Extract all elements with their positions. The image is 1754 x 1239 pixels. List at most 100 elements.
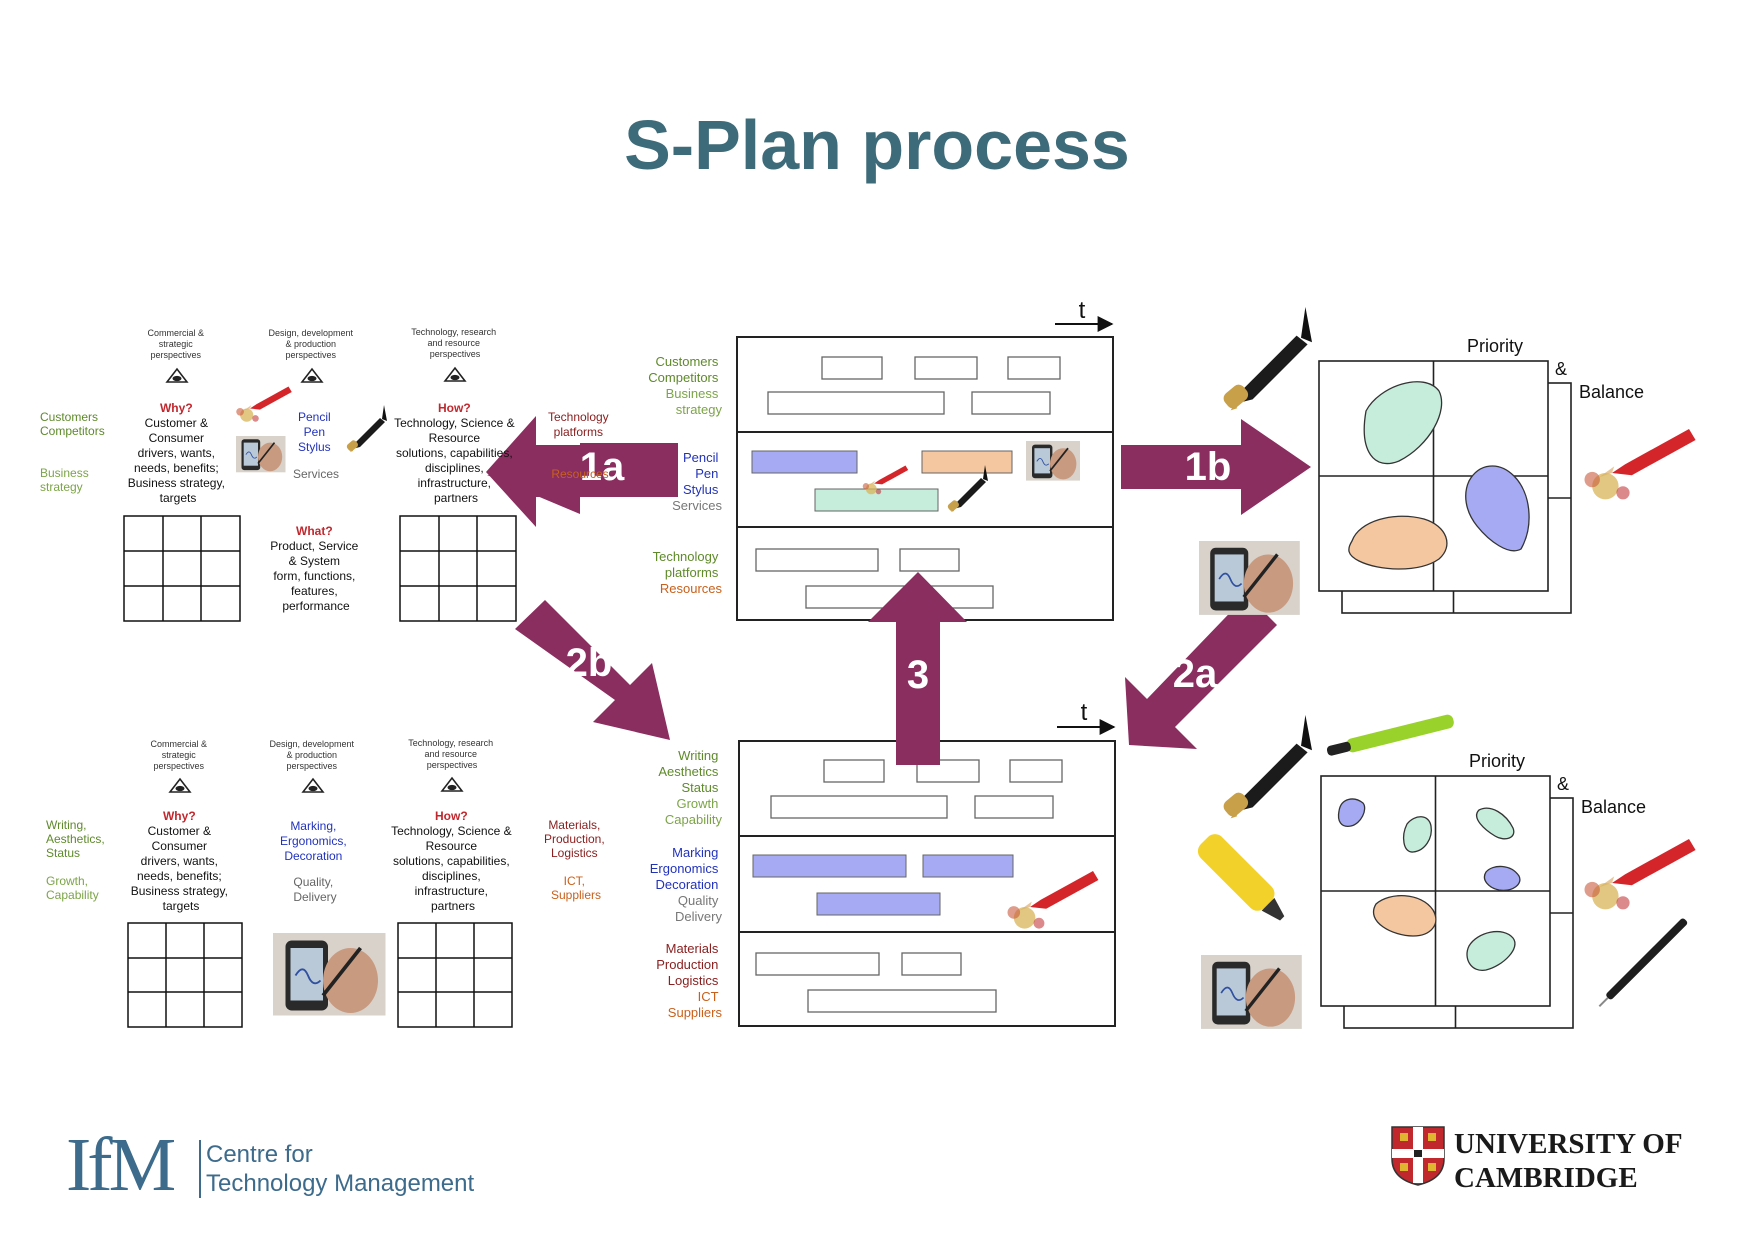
fountain-pen-icon [345,405,387,453]
label: & production [286,750,337,760]
page-title: S-Plan process [624,106,1130,184]
fountain-pen-icon [1220,307,1312,412]
portfolio-blob [1402,816,1432,853]
label: Materials [666,941,719,956]
label: Aesthetics [658,764,718,779]
label: Business [666,386,719,401]
arrow-1a: 1a [486,416,678,527]
label: Customers [656,354,719,369]
eye-icon [166,368,188,383]
label: perspectives [153,761,204,771]
pencil-icon [1584,839,1696,910]
label: strategic [162,750,197,760]
arrow-1b: 1b [1121,419,1311,515]
label: infrastructure, [418,476,491,490]
label: Resources [660,581,723,596]
roadmap-top-layer3-labels: Technology platforms Resources [653,549,723,596]
label: perspectives [285,350,336,360]
label: targets [163,899,200,913]
stylus-phone-icon [271,931,388,1018]
svg-text:How? Technology, Science: How? Technology, Science & Resource solu… [394,401,518,505]
label: Technology, Science & [394,416,515,430]
svg-text:Materials, Production,: Materials, Production, Logistics ICT, Su… [544,818,608,902]
label: Consumer [149,431,204,445]
eye-icon [169,778,191,793]
amp-label: & [1555,359,1567,379]
label: form, functions, [273,569,355,583]
amp-label: & [1557,774,1569,794]
label: Resource [426,839,478,853]
label: How? [438,401,471,415]
svg-text:Commercial & strategic: Commercial & strategic perspectives Desi… [150,738,495,771]
label: Business strategy, [128,476,225,490]
label: perspectives [286,761,337,771]
label: Services [293,467,339,481]
label: Marking, [290,819,336,833]
portfolio-blob [1373,894,1437,937]
label: Decoration [284,849,342,863]
label: drivers, wants, [138,446,215,460]
label: Quality, [293,875,333,889]
svg-text:Technology platforms: Technology platforms Resources [548,410,612,481]
label: Why? [163,809,196,823]
pencil-icon [1584,429,1696,500]
grid-panel-bottom: Commercial & strategic perspectives Desi… [46,738,608,1028]
label: Logistics [551,846,598,860]
portfolio-bottom: Priority&Balance [1320,751,1646,1029]
svg-text:Commercial & strategic: Commercial & strategic perspectives Desi… [147,327,498,360]
portfolio-blob [1363,381,1443,465]
svg-text:What? Product, Service: What? Product, Service & System form, fu… [270,524,361,613]
arrow-2a: 2a [1125,595,1277,749]
label: solutions, capabilities, [396,446,513,460]
label: ICT [698,989,719,1004]
roadmap-bottom: t Writing Aesthetics Status Growth Capab… [650,699,1116,1027]
arrow-1b-label: 1b [1185,445,1232,489]
label: Decoration [656,877,719,892]
stylus-phone-icon [1199,953,1304,1031]
highlighter-icon [1197,834,1285,921]
ifm-mark: IfM [66,1123,176,1207]
label: Resources [551,467,608,481]
label: Technology [653,549,719,564]
cambridge-text: UNIVERSITY OF CAMBRIDGE [1454,1127,1683,1195]
label: Materials, [548,818,600,832]
roadmap-bottom-layer3-labels: Materials Production Logistics ICT Suppl… [656,941,722,1020]
balance-label: Balance [1581,797,1646,817]
label: and resource [427,338,480,348]
label: Technology, Science & [391,824,512,838]
label: Design, development [269,739,354,749]
stylus-phone-icon [235,435,287,474]
balance-label: Balance [1579,382,1644,402]
label: Production, [544,832,605,846]
label: needs, benefits; [134,461,219,475]
label: Pencil [683,450,719,465]
roadmap-top: t Customers Competitors Business strateg… [648,297,1114,621]
svg-text:Writing, Aesthetics,: Writing, Aesthetics, Status Growth, Capa… [46,818,108,902]
label: solutions, capabilities, [393,854,510,868]
portfolio-blob [1476,807,1515,840]
arrow-2b: 2b [515,600,670,740]
eye-icon [444,367,466,382]
portfolio-blob [1466,930,1516,971]
label: disciplines, [422,869,481,883]
label: Pen [695,466,718,481]
label: What? [296,524,333,538]
label: Capability [46,888,99,902]
label: Stylus [683,482,719,497]
label: platforms [665,565,719,580]
label: disciplines, [425,461,484,475]
label: How? [435,809,468,823]
label: Stylus [298,440,331,454]
label: Ergonomics [650,861,719,876]
label: Pen [304,425,325,439]
fountain-pen-icon [1220,715,1312,820]
label: Competitors [40,424,105,438]
svg-text:Why? Customer & Co: Why? Customer & Consumer drivers, wants,… [131,809,232,913]
arrow-3-label: 3 [907,653,929,697]
cambridge-line2: CAMBRIDGE [1454,1162,1638,1194]
arrow-2b-label: 2b [566,641,613,685]
portfolio-blob [1348,515,1448,570]
ifm-line2: Technology Management [206,1170,475,1197]
label: Business strategy, [131,884,228,898]
arrow-3: 3 [868,572,967,765]
